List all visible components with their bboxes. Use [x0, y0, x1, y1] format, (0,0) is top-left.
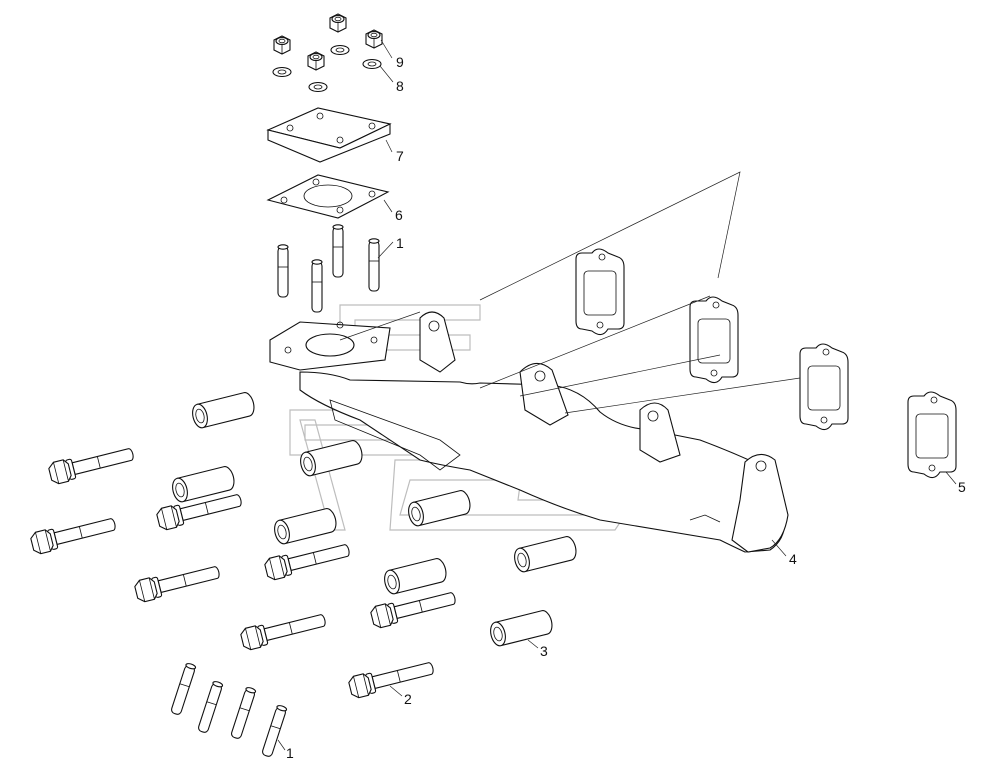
stud-lower-3: [229, 686, 257, 740]
spacer-8: [487, 608, 555, 648]
flange-gasket: [266, 174, 390, 219]
exhaust-manifold: [269, 311, 789, 553]
washer-1: [330, 44, 350, 56]
callout-flange-gasket: 6: [395, 207, 403, 223]
gasket-port-2: [689, 296, 739, 384]
spacer-1: [189, 390, 257, 430]
nut-4: [307, 51, 325, 71]
stud-lower-4: [260, 704, 288, 758]
spacer-4: [271, 506, 339, 546]
cover-plate: [266, 107, 392, 163]
callout-nut: 9: [396, 54, 404, 70]
nut-1: [329, 13, 347, 33]
stud-upper-3: [368, 238, 380, 292]
bolt-1: [47, 442, 136, 486]
bolt-8: [347, 656, 436, 700]
washer-4: [308, 81, 328, 93]
stud-lower-2: [196, 680, 224, 734]
stud-upper-2: [332, 224, 344, 278]
gasket-port-3: [799, 343, 849, 431]
gasket-port-1: [575, 248, 625, 336]
callout-stud-top: 1: [396, 235, 404, 251]
washer-3: [362, 58, 382, 70]
spacer-6: [381, 556, 449, 596]
bolt-7: [369, 586, 458, 630]
washer-2: [272, 66, 292, 78]
spacer-3: [297, 438, 365, 478]
bolt-2: [29, 512, 118, 556]
callout-cover-plate: 7: [396, 148, 404, 164]
nut-3: [365, 29, 383, 49]
stud-upper-1: [277, 244, 289, 298]
stud-lower-1: [169, 662, 197, 716]
callout-manifold: 4: [789, 551, 797, 567]
callout-bolt: 2: [404, 691, 412, 707]
callout-spacer: 3: [540, 643, 548, 659]
bolt-6: [239, 608, 328, 652]
callout-stud-bottom: 1: [286, 745, 294, 761]
bolt-5: [263, 538, 352, 582]
spacer-7: [511, 534, 579, 574]
callout-gasket-port: 5: [958, 479, 966, 495]
spacer-5: [405, 488, 473, 528]
nut-2: [273, 35, 291, 55]
stud-upper-4: [311, 259, 323, 313]
gasket-port-4: [907, 391, 957, 479]
leader-lines: [277, 39, 957, 751]
bolt-4: [133, 560, 222, 604]
callout-washer: 8: [396, 78, 404, 94]
